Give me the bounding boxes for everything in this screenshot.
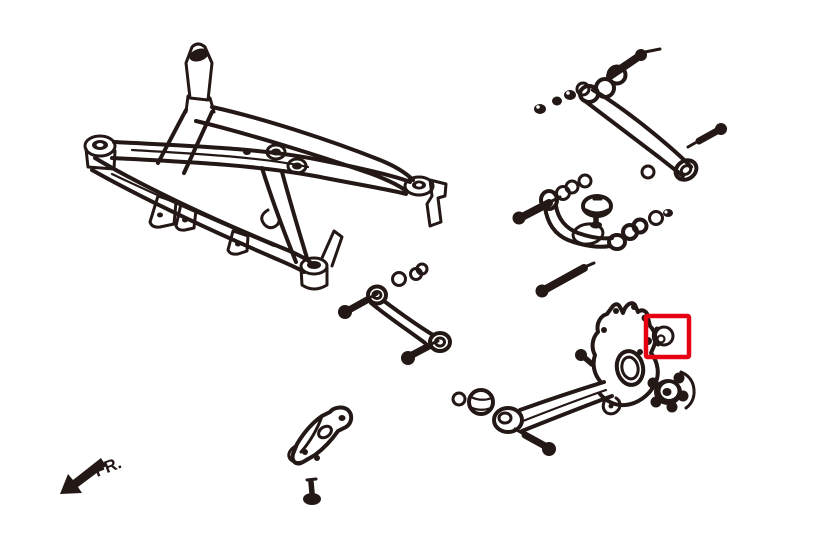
rear-subframe-crossmember: [83, 42, 448, 291]
nut: [552, 96, 562, 106]
link-upper-eye: [366, 284, 388, 306]
washer: [577, 173, 593, 189]
diff-mount-bushing: [265, 143, 287, 161]
foot-tab: [226, 229, 250, 256]
mount-bolt: [303, 477, 321, 505]
arm-body: [543, 205, 612, 249]
arm-body: [518, 380, 606, 412]
nut: [391, 271, 407, 287]
knuckle-tab: [601, 396, 622, 416]
subframe-top-post: [184, 42, 214, 102]
nut: [534, 104, 546, 114]
lateral-link: [338, 262, 452, 365]
right-mount-bracket: [425, 178, 448, 228]
arm-front-eye: [492, 406, 524, 434]
knuckle-bore: [614, 349, 646, 387]
upper-lateral-arm: [534, 47, 727, 182]
nut: [564, 90, 576, 100]
washer: [451, 391, 467, 407]
washer: [575, 81, 591, 97]
bolt: [606, 53, 642, 80]
camber-control-arm: [512, 173, 673, 298]
barrel-bushing: [467, 388, 495, 416]
hook-detail: [260, 208, 281, 230]
link-body: [382, 299, 435, 337]
highlight-box: [643, 313, 692, 360]
top-rail: [112, 140, 412, 184]
bottom-mount: [299, 256, 329, 276]
hub-bearing-flange: [647, 370, 696, 413]
left-mount: [83, 134, 117, 158]
washer: [648, 210, 664, 226]
foot-tab: [174, 202, 198, 232]
arm-rear-eye: [607, 233, 627, 251]
left-rail: [93, 156, 312, 264]
arm-pad: [571, 222, 605, 246]
nut: [640, 164, 656, 180]
right-mount: [403, 175, 435, 197]
link-lower-eye: [428, 331, 452, 353]
arm-rear-eye: [673, 158, 699, 182]
bracket-slot: [317, 424, 333, 440]
foot-tab: [148, 194, 178, 229]
bracket-body: [290, 405, 354, 466]
arm-front-eye: [539, 189, 559, 211]
fr-direction-arrow: [60, 458, 106, 494]
pointed-bracket: [320, 229, 344, 268]
rear-rail: [210, 105, 415, 182]
bolt: [695, 127, 721, 145]
post-cap: [189, 48, 209, 62]
mount-bracket: [287, 405, 354, 505]
diff-mount-bushing: [286, 157, 308, 175]
bolt: [542, 264, 588, 293]
rivet: [243, 149, 251, 155]
nut: [663, 209, 673, 217]
trailing-arm-knuckle: [451, 301, 696, 456]
knuckle-bushing: [651, 325, 675, 347]
